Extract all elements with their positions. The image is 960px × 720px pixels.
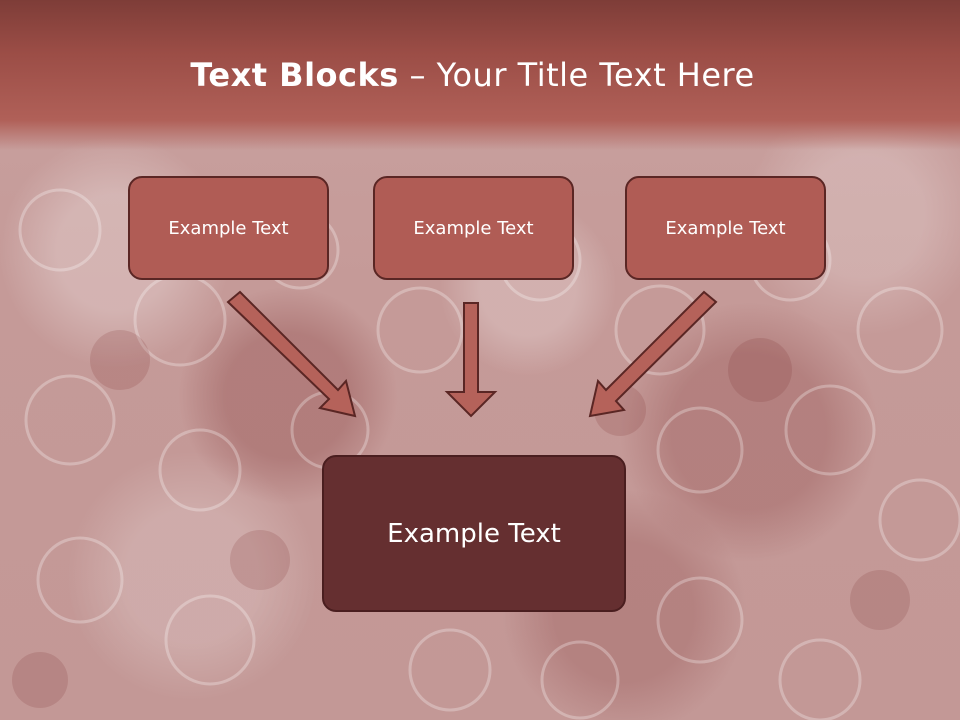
slide-title[interactable]: Text Blocks – Your Title Text Here <box>0 55 945 95</box>
arrow-middle <box>444 302 498 418</box>
text-block-left[interactable]: Example Text <box>128 176 329 280</box>
text-block-middle-label: Example Text <box>413 217 534 239</box>
text-block-middle[interactable]: Example Text <box>373 176 574 280</box>
title-rest-part: – Your Title Text Here <box>398 56 755 94</box>
text-block-bottom-label: Example Text <box>387 518 561 549</box>
arrow-left <box>226 290 357 418</box>
text-block-right[interactable]: Example Text <box>625 176 826 280</box>
title-bar <box>0 0 960 150</box>
text-block-bottom[interactable]: Example Text <box>322 455 626 612</box>
text-block-left-label: Example Text <box>168 217 289 239</box>
title-bold-part: Text Blocks <box>190 56 399 94</box>
arrow-right <box>588 290 718 418</box>
text-block-right-label: Example Text <box>665 217 786 239</box>
